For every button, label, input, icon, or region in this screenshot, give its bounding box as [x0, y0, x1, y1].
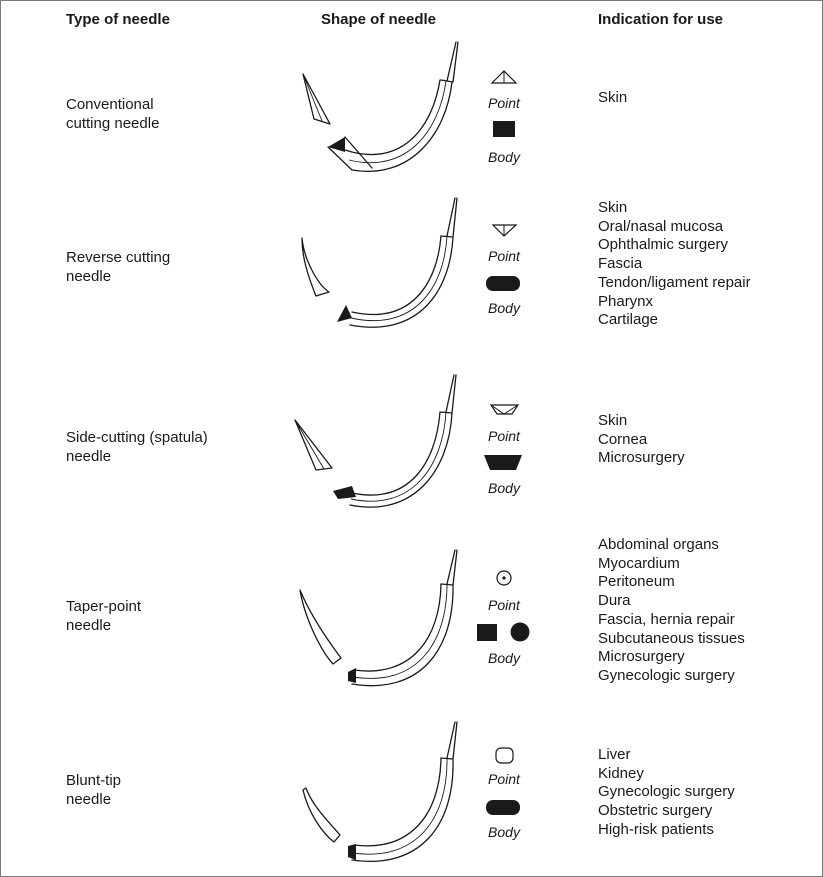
rounded-body-icon — [486, 800, 520, 815]
point-caption: Point — [488, 248, 520, 264]
indication-list-conventional: Skin — [598, 89, 627, 108]
needle-type-line: cutting needle — [66, 115, 160, 132]
reverse-point-icon — [491, 224, 518, 237]
needle-type-taper-point: Taper-point needle — [66, 597, 141, 635]
indication-list-blunt-tip: Liver Kidney Gynecologic surgery Obstetr… — [598, 746, 735, 840]
indication-item: Ophthalmic surgery — [598, 236, 729, 254]
needle-type-conventional: Conventional cutting needle — [66, 95, 159, 133]
body-caption: Body — [488, 650, 520, 666]
side-cutting-needle-drawing — [294, 374, 457, 508]
indication-item: Myocardium — [598, 554, 680, 572]
indication-item: Kidney — [598, 764, 644, 782]
needle-type-side-cutting: Side-cutting (spatula) needle — [66, 428, 208, 466]
square-body-icon — [477, 624, 497, 641]
indication-item: Tendon/ligament repair — [598, 273, 751, 291]
taper-point-icon — [496, 570, 512, 586]
indication-item: Subcutaneous tissues — [598, 629, 745, 647]
needle-type-line: Taper-point — [66, 598, 142, 615]
needle-type-line: Conventional — [66, 96, 154, 113]
needle-type-line: Blunt-tip — [66, 772, 122, 789]
indication-list-taper-point: Abdominal organs Myocardium Peritoneum D… — [598, 536, 745, 686]
indication-item: Fascia, hernia repair — [598, 610, 735, 628]
indication-item: Oral/nasal mucosa — [598, 217, 724, 235]
point-caption: Point — [488, 428, 520, 444]
indication-item: Abdominal organs — [598, 536, 719, 553]
needle-type-reverse-cutting: Reverse cutting needle — [66, 248, 170, 286]
header-shape-of-needle: Shape of needle — [321, 11, 437, 28]
needle-type-line: needle — [66, 268, 112, 285]
rounded-body-icon — [486, 276, 520, 291]
needle-type-line: needle — [66, 448, 112, 465]
conventional-cutting-needle-drawing — [302, 41, 459, 172]
point-caption: Point — [488, 95, 520, 111]
indication-item: Cartilage — [598, 311, 659, 329]
body-caption: Body — [488, 149, 520, 165]
square-body-icon — [493, 121, 515, 137]
indication-item: Obstetric surgery — [598, 802, 713, 820]
indication-item: Gynecologic surgery — [598, 783, 735, 801]
body-caption: Body — [488, 824, 520, 840]
reverse-cutting-needle-drawing — [301, 197, 458, 328]
needle-type-line: needle — [66, 617, 112, 634]
indication-item: Gynecologic surgery — [598, 666, 735, 684]
blunt-point-icon — [495, 747, 514, 764]
indication-item: Microsurgery — [598, 648, 685, 666]
circle-body-icon — [510, 622, 530, 642]
side-cutting-point-icon — [489, 404, 520, 415]
indication-item: Dura — [598, 592, 631, 610]
indication-item: Microsurgery — [598, 449, 685, 467]
header-type-of-needle: Type of needle — [66, 11, 170, 28]
body-caption: Body — [488, 480, 520, 496]
needle-type-line: needle — [66, 791, 112, 808]
point-caption: Point — [488, 771, 520, 787]
needle-type-blunt-tip: Blunt-tip needle — [66, 771, 121, 809]
indication-list-reverse-cutting: Skin Oral/nasal mucosa Ophthalmic surger… — [598, 199, 751, 330]
indication-item: Liver — [598, 746, 631, 763]
trapezoid-body-icon — [484, 455, 522, 470]
taper-point-needle-drawing — [299, 549, 458, 687]
point-caption: Point — [488, 597, 520, 613]
blunt-tip-needle-drawing — [302, 721, 458, 862]
indication-item: High-risk patients — [598, 820, 714, 838]
needle-type-line: Side-cutting (spatula) — [66, 429, 208, 446]
indication-item: Peritoneum — [598, 573, 675, 591]
indication-item: Skin — [598, 89, 628, 106]
needle-type-line: Reverse cutting — [66, 249, 171, 266]
indication-item: Fascia — [598, 255, 643, 273]
header-indication-for-use: Indication for use — [598, 11, 724, 28]
indication-item: Skin — [598, 199, 628, 216]
indication-item: Cornea — [598, 430, 648, 448]
body-caption: Body — [488, 300, 520, 316]
indication-list-side-cutting: Skin Cornea Microsurgery — [598, 412, 685, 468]
indication-item: Skin — [598, 412, 628, 429]
indication-item: Pharynx — [598, 292, 654, 310]
conventional-point-icon — [490, 70, 518, 84]
